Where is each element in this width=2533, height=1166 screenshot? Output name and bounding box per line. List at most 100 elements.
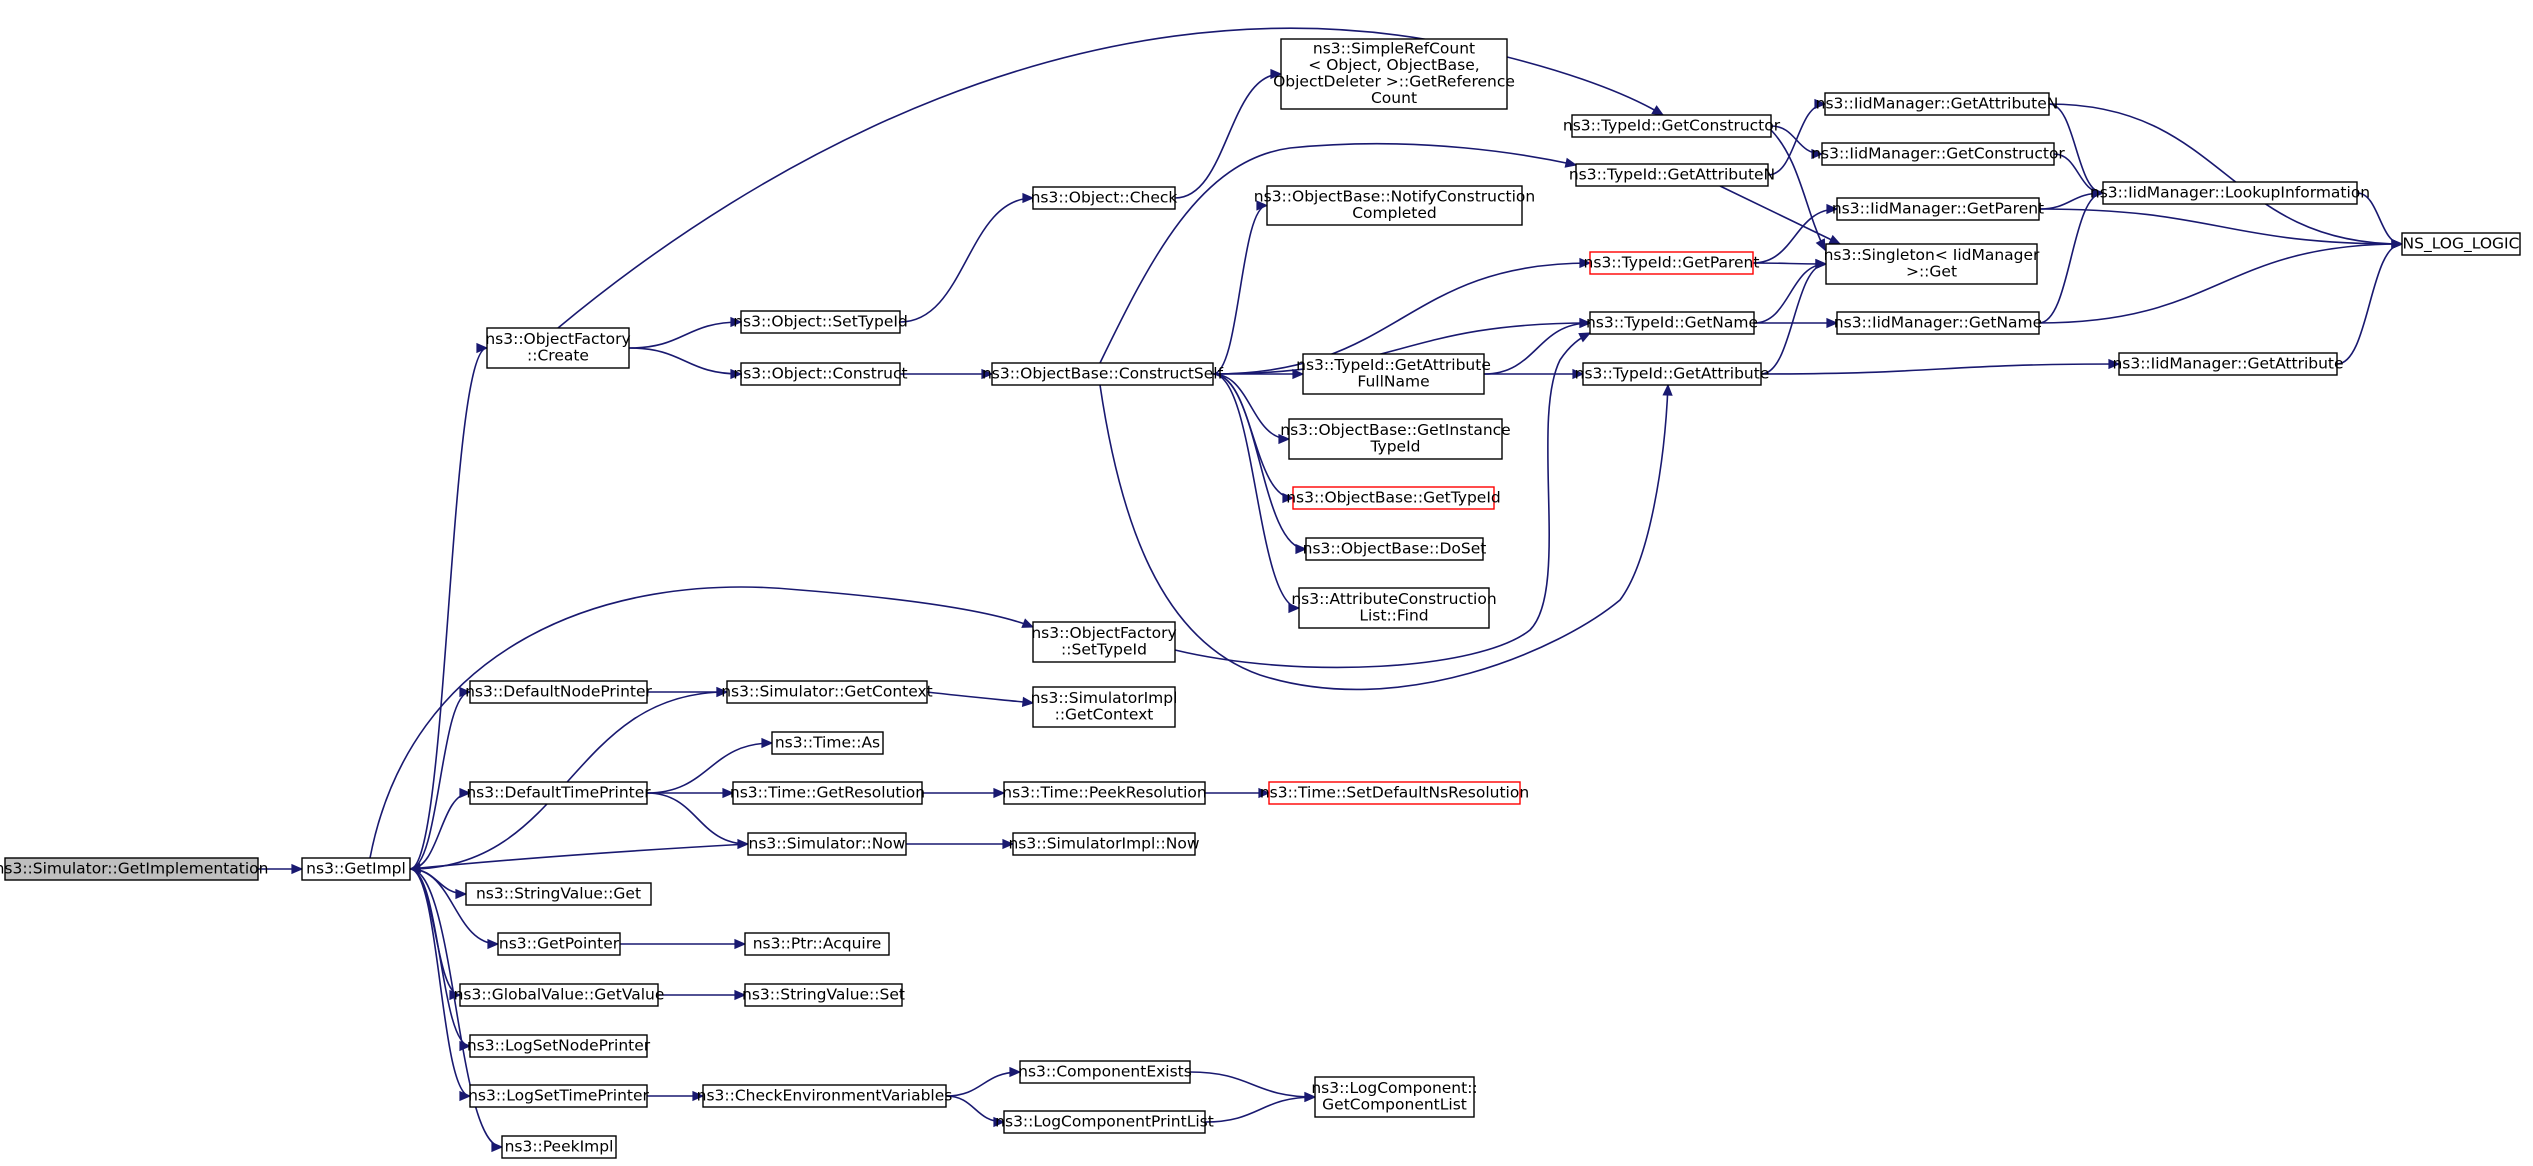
node-box[interactable]: [1032, 621, 1176, 663]
node-box[interactable]: [1302, 353, 1485, 395]
node-ob-constructself[interactable]: ns3::ObjectBase::ConstructSelf: [982, 362, 1224, 386]
node-tid-getname[interactable]: ns3::TypeId::GetName: [1586, 311, 1758, 335]
node-box[interactable]: [1032, 686, 1176, 728]
node-box[interactable]: [771, 731, 884, 755]
node-time-as[interactable]: ns3::Time::As: [771, 731, 884, 755]
node-box[interactable]: [501, 1135, 617, 1159]
node-time-setdefaultns[interactable]: ns3::Time::SetDefaultNsResolution: [1260, 781, 1529, 805]
node-box[interactable]: [1589, 311, 1755, 335]
node-tid-getparent[interactable]: ns3::TypeId::GetParent: [1584, 251, 1760, 275]
node-box[interactable]: [2401, 232, 2521, 256]
node-componentexists[interactable]: ns3::ComponentExists: [1018, 1060, 1192, 1084]
node-iid-getattribute[interactable]: ns3::IidManager::GetAttribute: [2112, 352, 2344, 376]
node-obj-settypeid[interactable]: ns3::Object::SetTypeId: [733, 310, 908, 334]
node-ob-gettypeid[interactable]: ns3::ObjectBase::GetTypeId: [1286, 486, 1501, 510]
node-iid-getattributen[interactable]: ns3::IidManager::GetAttributeN: [1816, 92, 2059, 116]
node-box[interactable]: [469, 1084, 648, 1108]
node-box[interactable]: [1589, 251, 1754, 275]
node-box[interactable]: [1575, 163, 1769, 187]
node-box[interactable]: [1821, 142, 2055, 166]
node-box[interactable]: [1314, 1076, 1475, 1118]
node-box[interactable]: [465, 882, 652, 906]
node-ns-log-logic[interactable]: NS_LOG_LOGIC: [2401, 232, 2521, 256]
node-box[interactable]: [486, 327, 630, 369]
node-box[interactable]: [1824, 92, 2050, 116]
node-box[interactable]: [1266, 185, 1523, 226]
node-obj-construct[interactable]: ns3::Object::Construct: [733, 362, 908, 386]
node-box[interactable]: [1012, 832, 1196, 856]
node-iid-getconstructor[interactable]: ns3::IidManager::GetConstructor: [1811, 142, 2065, 166]
node-box[interactable]: [1836, 197, 2040, 221]
node-root[interactable]: ns3::Simulator::GetImplementation: [0, 857, 268, 881]
node-box[interactable]: [1032, 186, 1176, 210]
node-logcomponentprintlist[interactable]: ns3::LogComponentPrintList: [995, 1110, 1214, 1134]
node-box[interactable]: [1825, 243, 2038, 285]
node-box[interactable]: [1305, 537, 1484, 561]
node-box[interactable]: [1836, 311, 2040, 335]
node-box[interactable]: [732, 781, 923, 805]
node-box[interactable]: [702, 1084, 947, 1108]
node-box[interactable]: [301, 857, 411, 881]
node-logsetnodeprinter[interactable]: ns3::LogSetNodePrinter: [467, 1034, 651, 1058]
node-box[interactable]: [747, 832, 907, 856]
node-time-peekresolution[interactable]: ns3::Time::PeekResolution: [1002, 781, 1207, 805]
node-obj-check[interactable]: ns3::Object::Check: [1031, 186, 1178, 210]
node-box[interactable]: [459, 983, 659, 1007]
node-box[interactable]: [1003, 781, 1206, 805]
node-sim-getcontext[interactable]: ns3::Simulator::GetContext: [721, 680, 933, 704]
node-stringvalue-set[interactable]: ns3::StringValue::Set: [742, 983, 905, 1007]
node-box[interactable]: [744, 983, 903, 1007]
node-ob-doset[interactable]: ns3::ObjectBase::DoSet: [1303, 537, 1487, 561]
node-box[interactable]: [1298, 587, 1490, 629]
node-singleton-get[interactable]: ns3::Singleton< IidManager>::Get: [1824, 243, 2040, 285]
node-box[interactable]: [2118, 352, 2338, 376]
node-gv-getvalue[interactable]: ns3::GlobalValue::GetValue: [454, 983, 665, 1007]
node-box[interactable]: [4, 857, 259, 881]
node-iid-getname[interactable]: ns3::IidManager::GetName: [1834, 311, 2042, 335]
node-iid-lookup[interactable]: ns3::IidManager::LookupInformation: [2090, 181, 2370, 205]
node-logsettimeprinter[interactable]: ns3::LogSetTimePrinter: [468, 1084, 650, 1108]
node-tid-getattribute[interactable]: ns3::TypeId::GetAttribute: [1575, 362, 1770, 386]
node-checkenv[interactable]: ns3::CheckEnvironmentVariables: [697, 1084, 953, 1108]
node-getpointer[interactable]: ns3::GetPointer: [497, 932, 621, 956]
node-simplerefcount[interactable]: ns3::SimpleRefCount< Object, ObjectBase,…: [1273, 38, 1515, 110]
node-box[interactable]: [744, 932, 890, 956]
node-box[interactable]: [1003, 1110, 1206, 1134]
node-of-create[interactable]: ns3::ObjectFactory::Create: [485, 327, 631, 369]
node-simimpl-getcontext[interactable]: ns3::SimulatorImpl::GetContext: [1031, 686, 1178, 728]
node-sim-now[interactable]: ns3::Simulator::Now: [747, 832, 907, 856]
node-defaulttimeprinter[interactable]: ns3::DefaultTimePrinter: [466, 781, 651, 805]
node-defaultnodeprinter[interactable]: ns3::DefaultNodePrinter: [465, 680, 653, 704]
node-box[interactable]: [1288, 418, 1503, 460]
node-box[interactable]: [726, 680, 928, 704]
node-ptr-acquire[interactable]: ns3::Ptr::Acquire: [744, 932, 890, 956]
node-logcomponent-getlist[interactable]: ns3::LogComponent::GetComponentList: [1311, 1076, 1478, 1118]
node-of-settypeid[interactable]: ns3::ObjectFactory::SetTypeId: [1031, 621, 1177, 663]
node-box[interactable]: [1019, 1060, 1191, 1084]
node-box[interactable]: [740, 362, 901, 386]
node-iid-getparent[interactable]: ns3::IidManager::GetParent: [1832, 197, 2044, 221]
node-box[interactable]: [469, 1034, 648, 1058]
node-box[interactable]: [991, 362, 1214, 386]
node-box[interactable]: [1268, 781, 1521, 805]
node-tid-getconstructor[interactable]: ns3::TypeId::GetConstructor: [1563, 114, 1781, 138]
node-box[interactable]: [740, 310, 901, 334]
node-box[interactable]: [469, 680, 648, 704]
node-tid-getattributen[interactable]: ns3::TypeId::GetAttributeN: [1569, 163, 1775, 187]
node-box[interactable]: [469, 781, 648, 805]
node-getimpl[interactable]: ns3::GetImpl: [301, 857, 411, 881]
node-peekimpl[interactable]: ns3::PeekImpl: [501, 1135, 617, 1159]
node-box[interactable]: [2102, 181, 2358, 205]
node-time-getresolution[interactable]: ns3::Time::GetResolution: [730, 781, 925, 805]
node-box[interactable]: [1571, 114, 1772, 138]
node-simimpl-now[interactable]: ns3::SimulatorImpl::Now: [1008, 832, 1200, 856]
node-box[interactable]: [1292, 486, 1495, 510]
node-box[interactable]: [1582, 362, 1762, 386]
node-stringvalue-get[interactable]: ns3::StringValue::Get: [465, 882, 652, 906]
node-box[interactable]: [1280, 38, 1508, 110]
node-box[interactable]: [497, 932, 621, 956]
node-ob-notify[interactable]: ns3::ObjectBase::NotifyConstructionCompl…: [1254, 185, 1535, 226]
